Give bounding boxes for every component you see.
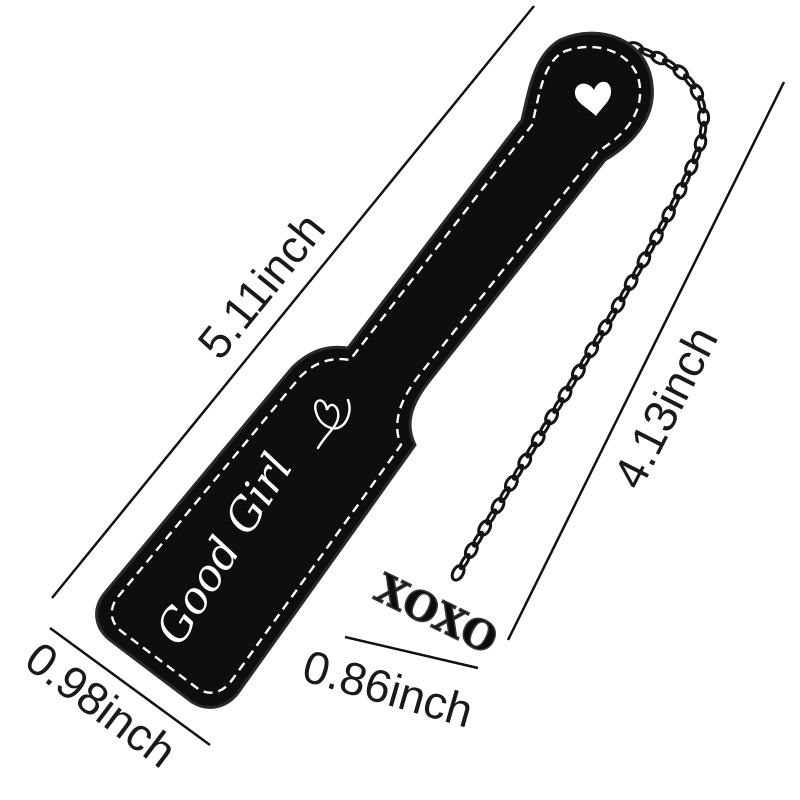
chain-link	[638, 47, 657, 58]
charm-width-guide-line	[344, 635, 479, 670]
chain-link	[450, 563, 466, 582]
chain-link	[463, 541, 479, 560]
chain-link	[696, 95, 707, 114]
chain-link	[673, 181, 688, 200]
chain-link	[697, 107, 711, 127]
chain-link	[530, 430, 546, 448]
chain-link	[661, 205, 676, 223]
chain-link	[650, 50, 668, 66]
chain-link	[458, 553, 471, 571]
chain-link	[689, 83, 705, 102]
chain-link	[682, 73, 697, 90]
chain-link	[597, 318, 613, 337]
chain-link	[656, 216, 669, 235]
chain-link	[644, 239, 657, 258]
chain-link	[503, 474, 519, 493]
length-label: 5.11inch	[187, 203, 335, 368]
chain-link	[684, 158, 699, 177]
chain-link	[672, 64, 690, 81]
chain-link	[623, 273, 639, 292]
chain-link	[618, 285, 631, 303]
chain-link	[680, 170, 692, 188]
paddle-width-guide-line	[49, 626, 211, 747]
chain-link	[668, 193, 681, 212]
chain-link	[636, 250, 652, 269]
chain-link	[498, 486, 511, 504]
chain-link	[592, 330, 605, 348]
chain-link	[691, 146, 702, 165]
chain-link	[485, 508, 498, 526]
chain-link	[649, 228, 664, 246]
chain-link	[471, 530, 485, 548]
chain-link	[605, 307, 618, 325]
chain-link	[610, 296, 626, 314]
chain-link	[565, 374, 578, 392]
chain-link	[511, 463, 525, 481]
chain-link	[525, 441, 538, 459]
chain-link	[557, 385, 573, 404]
charm-width-label: 0.86inch	[297, 640, 479, 738]
xoxo-charm: XOXO	[367, 564, 506, 665]
chain-link	[584, 340, 600, 359]
charm-text: XOXO	[368, 565, 505, 664]
chain-length-guide-line	[506, 81, 786, 641]
chain-link	[570, 363, 586, 381]
chain-link	[517, 452, 533, 470]
chain-link	[477, 519, 493, 537]
length-guide-line	[51, 5, 535, 599]
chain-length-label: 4.13inch	[603, 318, 728, 497]
chain-link	[631, 262, 644, 280]
chain-link	[693, 133, 708, 153]
heart-cutout-icon	[574, 81, 612, 116]
chain-link	[538, 419, 552, 437]
chain-link	[544, 407, 560, 426]
chain-link	[661, 58, 679, 71]
chain-link	[578, 352, 592, 370]
paddle-stitching	[110, 45, 642, 694]
chain-link	[552, 396, 565, 414]
chain	[450, 41, 711, 582]
chain-link	[490, 496, 506, 515]
heart-doodle-icon	[314, 398, 351, 450]
paddle-body	[95, 31, 654, 709]
chain-link	[698, 120, 708, 140]
